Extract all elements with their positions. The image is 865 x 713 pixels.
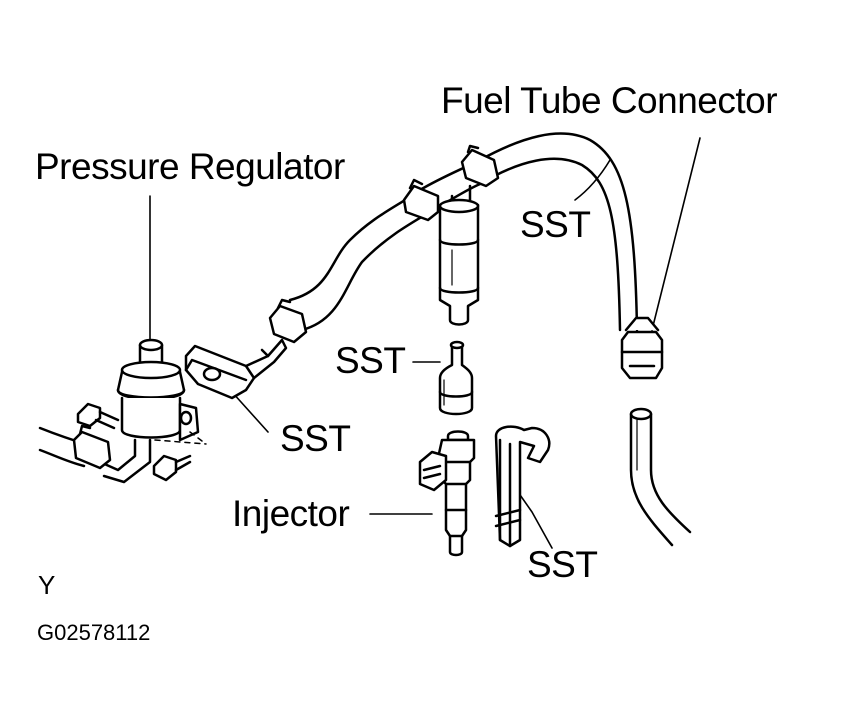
leader-sst-hose	[575, 160, 610, 200]
sst-clip-part	[496, 427, 549, 546]
sst-plate-part	[186, 340, 286, 398]
label-fuel-tube-connector: Fuel Tube Connector	[441, 80, 778, 121]
leader-fuel-tube-connector	[652, 138, 700, 330]
figure-code: G02578112	[37, 620, 151, 645]
label-sst-hose: SST	[520, 204, 591, 245]
leader-lines	[150, 138, 700, 548]
hose-clamps	[270, 146, 498, 342]
bolt-lower	[154, 456, 190, 480]
fuel-tube-connector-part	[622, 318, 662, 378]
regulator-return-hose	[40, 426, 110, 468]
label-sst-adapter: SST	[335, 340, 406, 381]
fuel-pipe	[631, 409, 690, 545]
label-sst-clip: SST	[527, 544, 598, 585]
label-injector: Injector	[232, 493, 350, 534]
label-sst-plate: SST	[280, 418, 351, 459]
pressure-regulator-part	[100, 340, 206, 482]
leader-sst-clip	[518, 492, 552, 548]
leader-sst-plate	[232, 392, 268, 432]
sst-adapter-part	[440, 342, 472, 414]
bolt-upper	[78, 404, 118, 428]
injector-part	[420, 432, 474, 556]
branch-tube	[440, 200, 478, 325]
view-letter: Y	[38, 570, 56, 600]
label-pressure-regulator: Pressure Regulator	[35, 146, 345, 187]
